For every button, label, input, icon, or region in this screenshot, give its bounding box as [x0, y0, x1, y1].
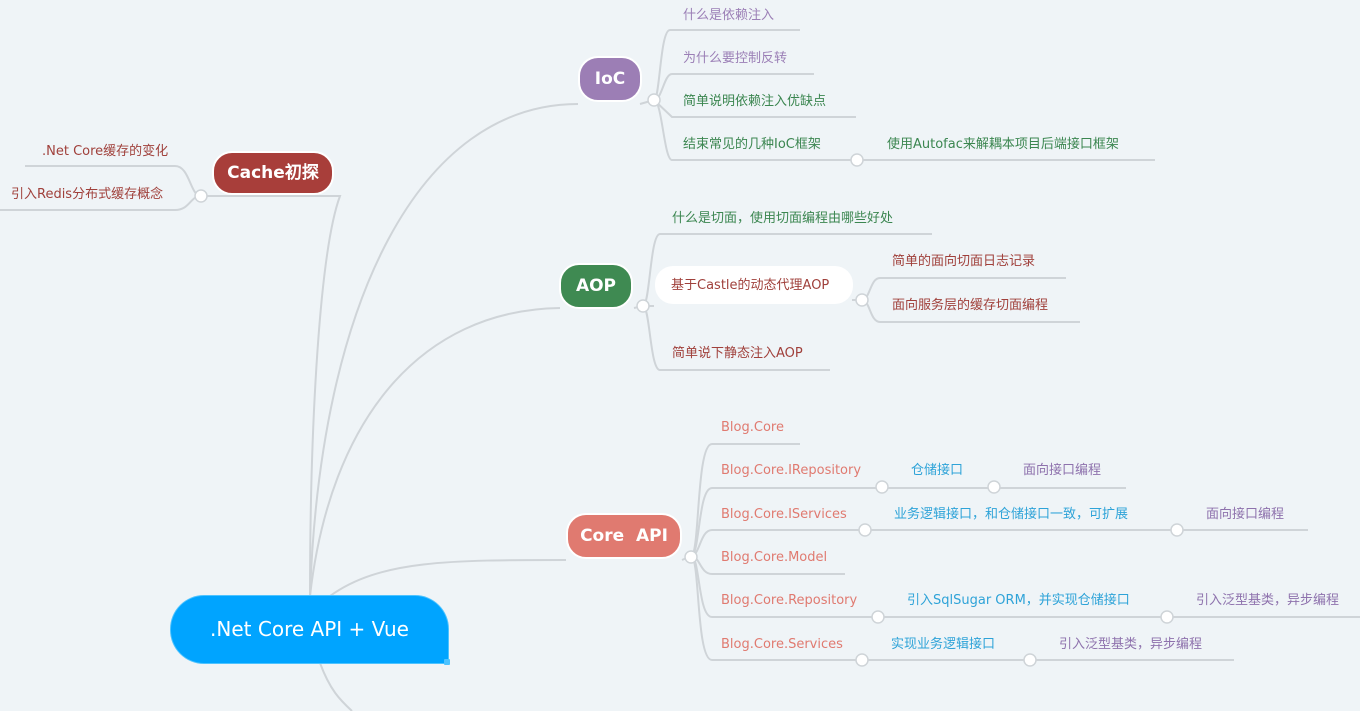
repo-sub-generic-async[interactable]: 引入泛型基类，异步编程 — [1196, 593, 1340, 608]
api-item-iservices[interactable]: Blog.Core.IServices — [721, 507, 847, 522]
irepo-handle-1 — [875, 480, 889, 494]
root-node[interactable]: .Net Core API + Vue — [171, 596, 448, 663]
iserv-handle-1 — [858, 523, 872, 537]
ioc-item-di-pros-cons[interactable]: 简单说明依赖注入优缺点 — [683, 94, 827, 109]
api-item-blog-core[interactable]: Blog.Core — [721, 420, 784, 435]
ioc-item-why-ioc[interactable]: 为什么要控制反转 — [683, 51, 788, 66]
branch-aop[interactable]: AOP — [559, 263, 633, 309]
aop-sub-cache[interactable]: 面向服务层的缓存切面编程 — [892, 298, 1049, 313]
serv-handle-2 — [1023, 653, 1037, 667]
repo-sub-sqlsugar[interactable]: 引入SqlSugar ORM，并实现仓储接口 — [907, 593, 1130, 608]
ioc-sub-handle — [850, 153, 864, 167]
aop-item-what-is-aspect[interactable]: 什么是切面，使用切面编程由哪些好处 — [672, 211, 894, 226]
api-item-repository[interactable]: Blog.Core.Repository — [721, 593, 858, 608]
branch-core-api[interactable]: Core API — [566, 513, 682, 559]
ioc-item-what-is-di[interactable]: 什么是依赖注入 — [683, 8, 775, 23]
repo-handle-2 — [1160, 610, 1174, 624]
aop-sub-logging[interactable]: 简单的面向切面日志记录 — [892, 254, 1036, 269]
aop-item-static[interactable]: 简单说下静态注入AOP — [672, 346, 803, 361]
cache-item-redis[interactable]: 引入Redis分布式缓存概念 — [11, 187, 164, 202]
aop-sub-handle — [855, 293, 869, 307]
serv-sub-implement[interactable]: 实现业务逻辑接口 — [891, 637, 996, 652]
coreapi-expand-handle — [684, 550, 698, 564]
aop-item-castle[interactable]: 基于Castle的动态代理AOP — [671, 278, 830, 293]
irepo-handle-2 — [987, 480, 1001, 494]
api-item-services[interactable]: Blog.Core.Services — [721, 637, 843, 652]
cache-item-net-core-cache[interactable]: .Net Core缓存的变化 — [42, 144, 169, 159]
serv-sub-generic-async[interactable]: 引入泛型基类，异步编程 — [1059, 637, 1203, 652]
cache-expand-handle — [194, 189, 208, 203]
aop-item-castle-box[interactable] — [655, 266, 853, 304]
ioc-item-frameworks[interactable]: 结束常见的几种IoC框架 — [683, 137, 821, 152]
irepo-sub-interface-programming[interactable]: 面向接口编程 — [1023, 463, 1102, 478]
api-item-model[interactable]: Blog.Core.Model — [721, 550, 828, 565]
irepo-sub-repo-interface[interactable]: 仓储接口 — [911, 463, 964, 478]
aop-expand-handle — [636, 299, 650, 313]
iserv-sub-business-interface[interactable]: 业务逻辑接口，和仓储接口一致，可扩展 — [894, 507, 1129, 522]
ioc-expand-handle — [647, 93, 661, 107]
serv-handle-1 — [855, 653, 869, 667]
resize-handle[interactable] — [444, 659, 450, 665]
branch-ioc[interactable]: IoC — [578, 56, 642, 102]
iserv-sub-interface-programming[interactable]: 面向接口编程 — [1206, 507, 1285, 522]
branch-cache[interactable]: Cache初探 — [212, 151, 334, 195]
repo-handle-1 — [871, 610, 885, 624]
api-item-irepository[interactable]: Blog.Core.IRepository — [721, 463, 862, 478]
ioc-sub-autofac[interactable]: 使用Autofac来解耦本项目后端接口框架 — [887, 137, 1119, 152]
iserv-handle-2 — [1170, 523, 1184, 537]
